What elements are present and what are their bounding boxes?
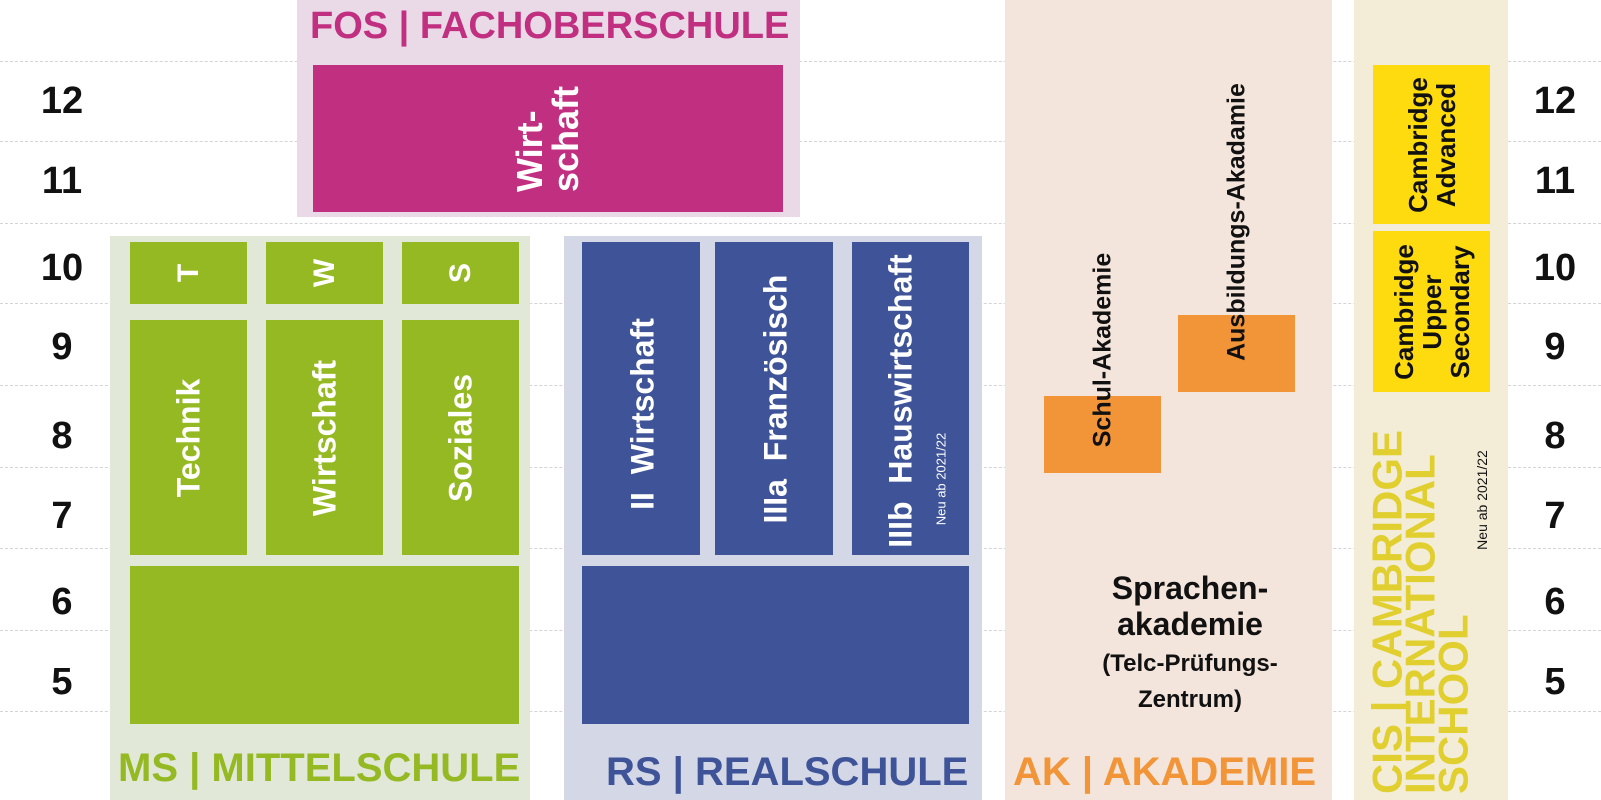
fos-wirtschaft-block: Wirt- schaft (313, 65, 783, 212)
grade-label: 6 (1544, 581, 1566, 623)
grid-line (0, 61, 1601, 62)
grade-label: 12 (1533, 80, 1577, 122)
ak-schul-akademie (1044, 396, 1161, 473)
ms-upper-s: S (402, 242, 519, 304)
ak-sprachen-akademie: Sprachen- akademie (Telc-Prüfungs- Zentr… (1040, 570, 1340, 718)
cis-cambridge-advanced: Cambridge Advanced (1373, 65, 1490, 224)
rs-track-franzoesisch: IIIa Französisch (715, 242, 833, 555)
ms-technik: Technik (130, 320, 247, 555)
ak-sprachen-line2: akademie (1117, 606, 1263, 642)
grade-label: 9 (1544, 326, 1566, 368)
fos-wirtschaft-label: Wirt- schaft (509, 85, 586, 192)
ak-telc-line1: (Telc-Prüfungs- (1102, 650, 1278, 677)
grade-label: 11 (41, 160, 83, 202)
ms-soziales: Soziales (402, 320, 519, 555)
rs-track-wirtschaft: II Wirtschaft (582, 242, 700, 555)
grid-line (0, 141, 1601, 142)
grade-label: 6 (51, 581, 73, 623)
rs-new-note: Neu ab 2021/22 (933, 432, 948, 525)
ak-sprachen-line1: Sprachen- (1111, 570, 1269, 606)
ms-upper-w: W (266, 242, 383, 304)
grade-label: 5 (51, 661, 73, 703)
fos-title: FOS | FACHOBERSCHULE (310, 5, 790, 47)
ms-technik-label: Technik (170, 378, 206, 497)
ms-upper-t: T (130, 242, 247, 304)
ms-soziales-label: Soziales (442, 373, 478, 502)
rs-title: RS | REALSCHULE (606, 750, 969, 794)
ms-title: MS | MITTELSCHULE (118, 746, 521, 790)
ms-lower-block (130, 566, 519, 724)
grade-label: 10 (1533, 247, 1577, 289)
ak-telc-line2: Zentrum) (1138, 686, 1242, 713)
ak-ausbildungs-akademie (1178, 315, 1295, 392)
grade-label: 5 (1544, 661, 1566, 703)
rs-track-hauswirtschaft: IIIb Hauswirtschaft Neu ab 2021/22 (852, 242, 969, 555)
grid-line (0, 223, 1601, 224)
cis-cambridge-upper-secondary-label: Cambridge Upper Secondary (1388, 243, 1475, 380)
cis-title: CIS | CAMBRIDGE INTERNATIONAL SCHOOL (1363, 429, 1477, 795)
ak-schul-akademie-label: Schul-Akademie (1088, 252, 1117, 448)
grade-label: 9 (51, 326, 73, 368)
grade-label: 11 (1534, 160, 1576, 202)
ak-title: AK | AKADEMIE (1013, 750, 1317, 794)
cis-cambridge-advanced-label: Cambridge Advanced (1402, 76, 1461, 213)
grade-label: 10 (40, 247, 84, 289)
rs-lower-block (582, 566, 969, 724)
ms-upper-s-label: S (443, 262, 477, 284)
rs-franzoesisch-label: IIIa Französisch (757, 274, 794, 523)
grade-label: 8 (51, 415, 73, 457)
grade-label: 8 (1544, 415, 1566, 457)
cis-cambridge-upper-secondary: Cambridge Upper Secondary (1373, 231, 1490, 392)
ak-ausbildungs-akademie-label: Ausbildungs-Akadamie (1222, 83, 1251, 361)
rs-hauswirtschaft-label: IIIb Hauswirtschaft (882, 253, 918, 548)
grade-label: 12 (40, 80, 84, 122)
grade-label: 7 (1544, 495, 1566, 537)
rs-wirtschaft-label: II Wirtschaft (624, 317, 661, 510)
cis-new-note: Neu ab 2021/22 (1474, 450, 1490, 550)
ms-wirtschaft-label: Wirtschaft (306, 359, 342, 516)
grade-label: 7 (51, 495, 73, 537)
ms-upper-w-label: W (307, 258, 341, 288)
ms-upper-t-label: T (171, 263, 205, 283)
ms-wirtschaft: Wirtschaft (266, 320, 383, 555)
